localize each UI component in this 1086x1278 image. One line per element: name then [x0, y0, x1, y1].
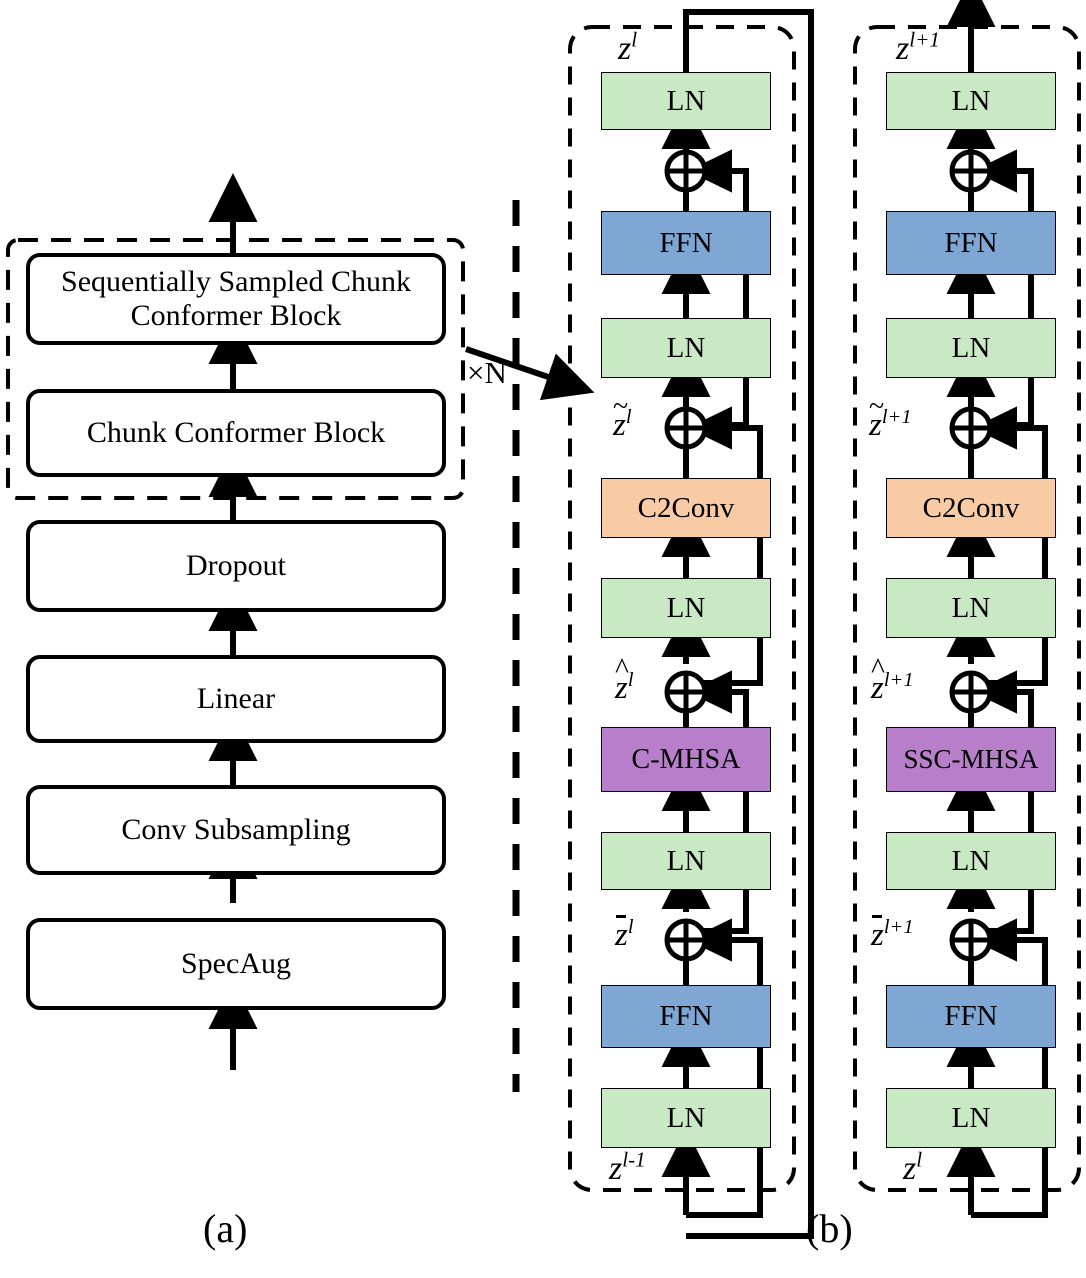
b-l1-ln-4[interactable]: LN	[886, 318, 1056, 378]
block-label: Chunk Conformer Block	[86, 416, 386, 450]
b-l-ffn-1[interactable]: FFN	[601, 985, 771, 1048]
caption-a: (a)	[203, 1206, 248, 1251]
block-label: C2Conv	[922, 491, 1020, 524]
b-l-ln-4[interactable]: LN	[601, 318, 771, 378]
label-z-out-l: zl	[618, 27, 638, 67]
b-l1-ffn-2[interactable]: FFN	[886, 211, 1056, 275]
label-z-in-l-minus-1: zl-1	[609, 1147, 646, 1187]
label-zhat-l-plus-1: ^zl+1	[871, 653, 914, 706]
block-label: SpecAug	[181, 947, 291, 981]
block-label: Dropout	[186, 549, 286, 583]
b-l1-ln-3[interactable]: LN	[886, 578, 1056, 638]
b-l1-ln-5[interactable]: LN	[886, 72, 1056, 130]
b-l-ln-3[interactable]: LN	[601, 578, 771, 638]
block-label: C-MHSA	[631, 743, 741, 775]
label-z-out-l-plus-1: zl+1	[896, 27, 940, 67]
block-label: FFN	[659, 226, 713, 259]
block-label: Sequentially Sampled Chunk Conformer Blo…	[61, 265, 411, 332]
label-z-in-l: zl	[903, 1147, 923, 1187]
b-l1-ssc-mhsa[interactable]: SSC-MHSA	[886, 727, 1056, 792]
b-l-ln-5[interactable]: LN	[601, 72, 771, 130]
block-label: LN	[951, 1101, 991, 1134]
repeat-count-label: ×N	[467, 355, 507, 390]
block-label: LN	[666, 1101, 706, 1134]
b-l-ln-1[interactable]: LN	[601, 1088, 771, 1148]
b-l1-ln-2[interactable]: LN	[886, 832, 1056, 890]
block-label: LN	[666, 591, 706, 624]
block-label: LN	[666, 331, 706, 364]
block-label: LN	[666, 844, 706, 877]
block-dropout[interactable]: Dropout	[26, 520, 446, 612]
block-label: FFN	[944, 1000, 998, 1033]
overbar-accent: z	[615, 915, 628, 953]
block-label: Linear	[196, 682, 276, 716]
b-l1-c2conv[interactable]: C2Conv	[886, 478, 1056, 538]
b-l-c-mhsa[interactable]: C-MHSA	[601, 727, 771, 792]
b-l1-ln-1[interactable]: LN	[886, 1088, 1056, 1148]
block-specaug[interactable]: SpecAug	[26, 918, 446, 1010]
b-l-ln-2[interactable]: LN	[601, 832, 771, 890]
block-label: Conv Subsampling	[121, 813, 351, 847]
block-label: LN	[666, 84, 706, 117]
block-sequentially-sampled-chunk-conformer-block[interactable]: Sequentially Sampled Chunk Conformer Blo…	[26, 253, 446, 345]
block-linear[interactable]: Linear	[26, 655, 446, 743]
caption-b: (b)	[806, 1206, 853, 1251]
b-l1-ffn-1[interactable]: FFN	[886, 985, 1056, 1048]
block-label: LN	[951, 591, 991, 624]
overbar-accent: z	[871, 915, 884, 953]
block-label: FFN	[944, 226, 998, 259]
block-conv-subsampling[interactable]: Conv Subsampling	[26, 785, 446, 875]
hat-accent: ^z	[615, 653, 629, 706]
label-zbar-l: zl	[615, 915, 634, 953]
block-label: LN	[951, 84, 991, 117]
label-ztilde-l: ~zl	[613, 391, 632, 443]
label-zbar-l-plus-1: zl+1	[871, 915, 914, 953]
b-l-ffn-2[interactable]: FFN	[601, 211, 771, 275]
b-l-c2conv[interactable]: C2Conv	[601, 478, 771, 538]
label-ztilde-l-plus-1: ~zl+1	[869, 391, 912, 443]
block-label: FFN	[659, 1000, 713, 1033]
block-chunk-conformer-block[interactable]: Chunk Conformer Block	[26, 389, 446, 477]
block-label: LN	[951, 844, 991, 877]
block-label: LN	[951, 331, 991, 364]
hat-accent: ^z	[871, 653, 885, 706]
label-zhat-l: ^zl	[615, 653, 634, 706]
block-label: SSC-MHSA	[903, 744, 1039, 775]
tilde-accent: ~z	[613, 391, 629, 443]
block-label: C2Conv	[637, 491, 735, 524]
tilde-accent: ~z	[869, 391, 885, 443]
